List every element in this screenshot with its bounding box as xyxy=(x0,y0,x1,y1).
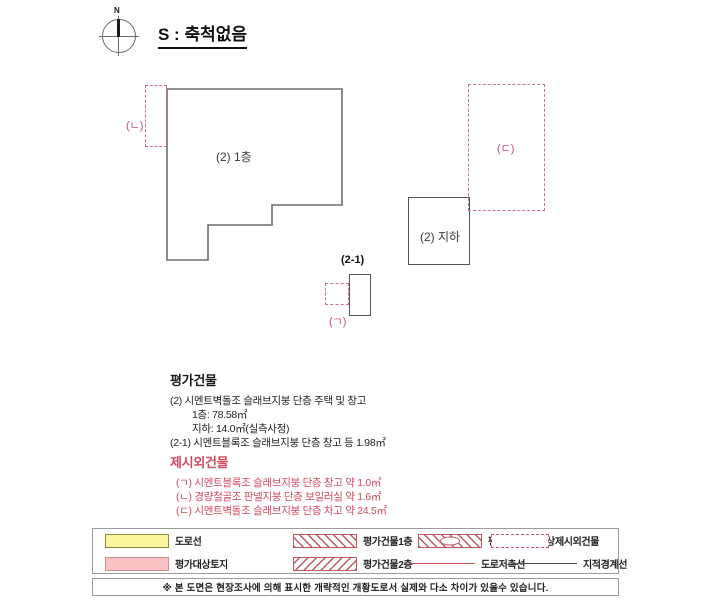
external-structure-na xyxy=(145,85,167,147)
basement-building-label: (2) 지하 xyxy=(420,230,461,244)
external-structure-ga xyxy=(325,283,349,305)
legend-row-2: 평가대상토지 평가건물2층 도로저촉선 지적경계선 xyxy=(93,552,627,575)
land-color-swatch xyxy=(105,556,169,571)
scale-title: S : 축척없음 xyxy=(158,20,248,49)
compass-rose-icon: N xyxy=(98,6,144,56)
disclaimer-note-text: ※ 본 도면은 현장조사에 의해 표시한 개략적인 개황도로서 실제와 다소 차… xyxy=(162,583,549,594)
dark-line-swatch xyxy=(513,563,577,564)
legend-item-floor1: 평가건물1층 xyxy=(293,529,413,552)
road-color-swatch xyxy=(105,533,169,548)
legend-label-floor1: 평가건물1층 xyxy=(363,537,413,548)
dashed-box-swatch xyxy=(491,533,549,548)
legend-item-external: 제시외건물 xyxy=(491,529,599,552)
external-marker-da: (ㄷ) xyxy=(497,143,515,155)
legend-label-cadastral-line: 지적경계선 xyxy=(583,560,628,571)
legend-item-cadastral-line: 지적경계선 xyxy=(513,552,627,575)
appraisal-building-section: 평가건물 (2) 시멘트벽돌조 슬래브지붕 단층 주택 및 창고 1층: 78.… xyxy=(170,370,590,450)
hatch-backward-swatch xyxy=(293,556,357,571)
legend-item-road-boundary: 도로저촉선 xyxy=(411,552,525,575)
external-marker-na: (ㄴ) xyxy=(126,120,144,132)
external-heading: 제시외건물 xyxy=(170,455,229,470)
compass-north-needle xyxy=(117,19,120,37)
legend-item-road: 도로선 xyxy=(105,529,202,552)
appraisal-line-2: 1층: 78.58㎡ xyxy=(192,409,248,421)
hatch-ellipse-swatch xyxy=(418,533,482,548)
external-structure-da xyxy=(468,84,545,211)
external-line-1: (ㄱ) 시멘트블록조 슬래브지붕 단층 창고 약 1.0㎡ xyxy=(176,477,382,489)
legend-row-1: 도로선 평가건물1층 평가건물3층이상 제시외건물 xyxy=(93,529,618,552)
disclaimer-note: ※ 본 도면은 현장조사에 의해 표시한 개략적인 개황도로서 실제와 다소 차… xyxy=(92,578,619,596)
appraisal-heading: 평가건물 xyxy=(170,373,217,388)
legend-label-road: 도로선 xyxy=(175,537,202,548)
basement-building-outline xyxy=(408,197,470,265)
site-plan-drawing: (2) 1층 (2) 지하 (2-1) (ㄴ) (ㄱ) (ㄷ) xyxy=(0,60,711,350)
legend-label-floor2: 평가건물2층 xyxy=(363,560,413,571)
external-marker-ga: (ㄱ) xyxy=(329,316,347,328)
legend-table: 도로선 평가건물1층 평가건물3층이상 제시외건물 평가대상토지 평 xyxy=(92,528,627,575)
external-building-section: 제시외건물 (ㄱ) 시멘트블록조 슬래브지붕 단층 창고 약 1.0㎡ (ㄴ) … xyxy=(170,452,590,518)
legend-item-land: 평가대상토지 xyxy=(105,552,228,575)
hatch-forward-swatch xyxy=(293,533,357,548)
appraisal-line-1: (2) 시멘트벽돌조 슬래브지붕 단층 주택 및 창고 xyxy=(170,395,367,407)
appraisal-line-4: (2-1) 시멘트블록조 슬래브지붕 단층 창고 등 1.98㎡ xyxy=(170,437,386,449)
legend-label-road-boundary: 도로저촉선 xyxy=(481,560,526,571)
appraisal-line-3: 지하: 14.0㎡(실측사정) xyxy=(192,423,290,435)
legend-label-land: 평가대상토지 xyxy=(175,560,228,571)
external-line-3: (ㄷ) 시멘트벽돌조 슬래브지붕 단층 차고 약 24.5㎡ xyxy=(176,505,387,517)
external-line-2: (ㄴ) 경량철골조 판넬지붕 단층 보일러실 약 1.6㎡ xyxy=(176,491,382,503)
pink-line-swatch xyxy=(411,563,475,564)
annex-building-outline xyxy=(349,274,371,316)
legend-label-external: 제시외건물 xyxy=(555,537,600,548)
annex-building-label: (2-1) xyxy=(341,254,365,266)
main-building-label: (2) 1층 xyxy=(216,150,252,164)
main-building-outline xyxy=(160,82,350,297)
legend-item-floor2: 평가건물2층 xyxy=(293,552,413,575)
compass-north-label: N xyxy=(114,6,120,15)
